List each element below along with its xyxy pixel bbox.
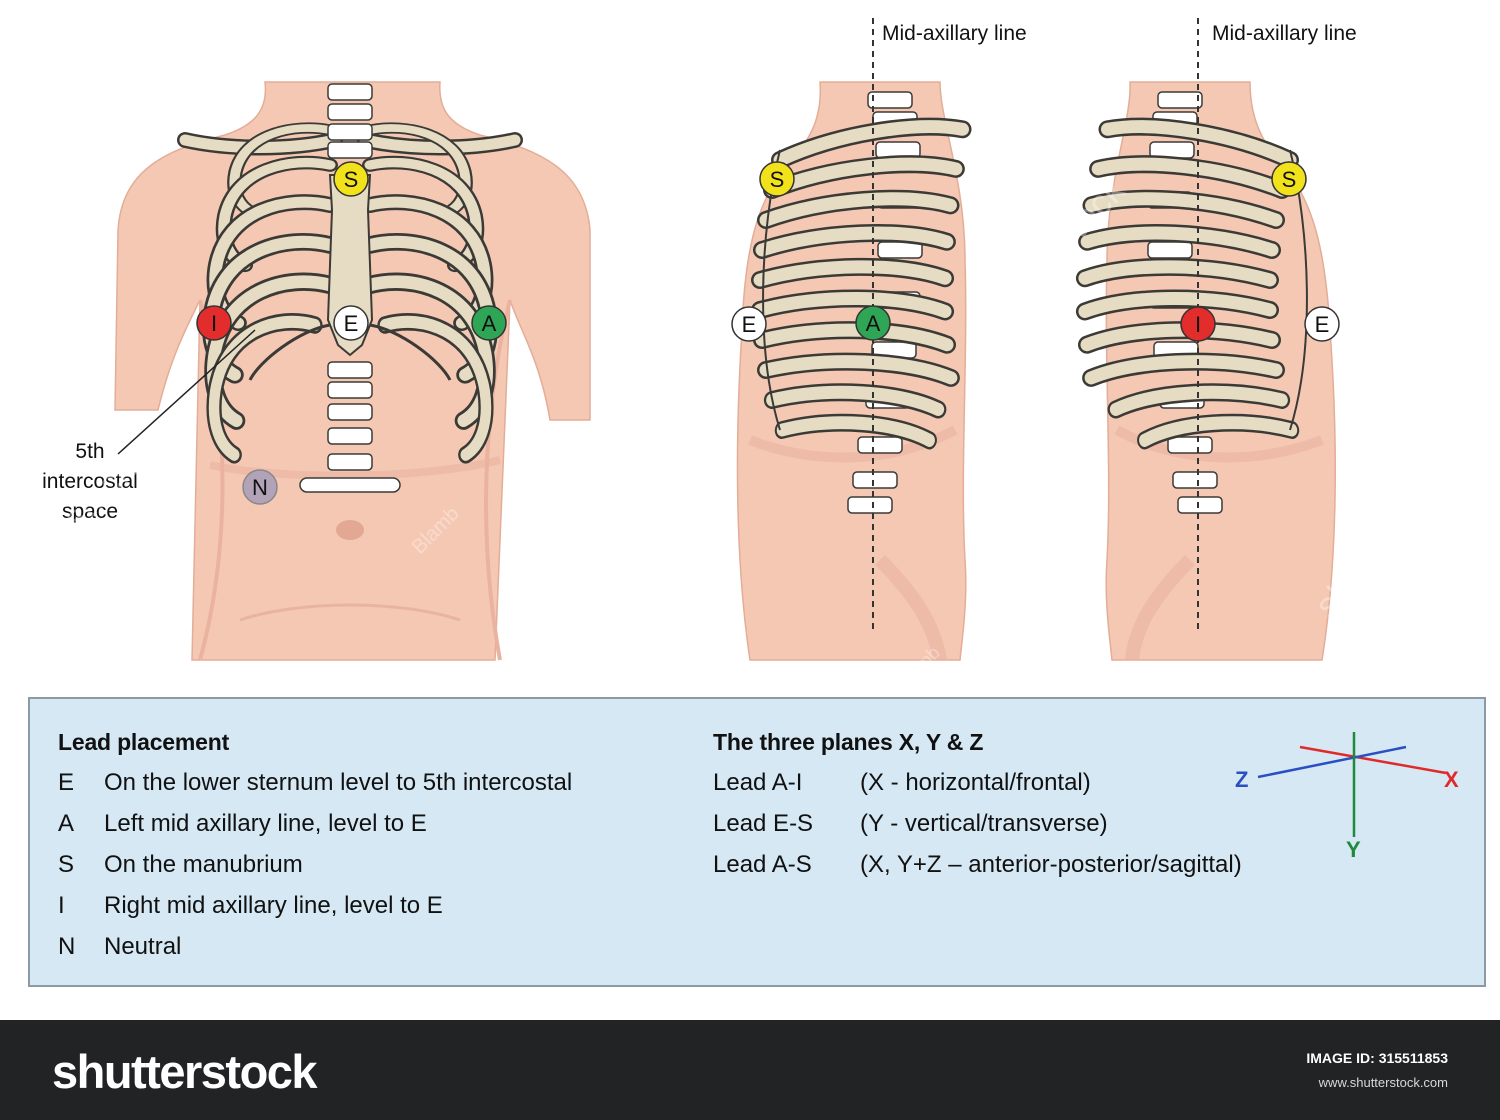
left-side-torso: Mid-axillary line [736, 18, 1027, 662]
front-spine [299, 83, 401, 493]
planes-title: The three planes X, Y & Z [713, 729, 984, 755]
lead-key: N [58, 933, 76, 960]
intercostal-label-line3: space [62, 500, 118, 523]
right-side-torso: Mid-axillary line [1085, 18, 1357, 661]
electrode-front-i: I [196, 305, 232, 341]
electrode-front-s: S [333, 161, 369, 197]
plane-desc: (Y - vertical/transverse) [860, 810, 1108, 837]
svg-text:E: E [1315, 312, 1330, 337]
legend-panel: Lead placement E On the lower sternum le… [28, 697, 1486, 987]
svg-text:S: S [770, 167, 785, 192]
lead-key: S [58, 851, 75, 878]
svg-text:E: E [742, 312, 757, 337]
z-axis-label: Z [1235, 767, 1248, 792]
ecg-lead-placement-figure: 5th intercostal space Mid-axillary l [42, 0, 1357, 662]
lead-desc: On the lower sternum level to 5th interc… [104, 769, 573, 796]
image-id-label: IMAGE ID: [1306, 1050, 1375, 1066]
svg-text:A: A [866, 311, 881, 336]
lead-desc: On the manubrium [104, 851, 303, 878]
electrode-front-n: N [242, 469, 278, 505]
lead-desc: Neutral [104, 933, 182, 960]
intercostal-label-line2: intercostal [42, 470, 138, 493]
lead-placement-title: Lead placement [58, 729, 230, 755]
watermark-shutterstock-4: shutterstock [1022, 0, 1151, 44]
x-axis-label: X [1444, 767, 1459, 792]
svg-text:S: S [344, 167, 359, 192]
xyz-axes-diagram: X Z Y [1235, 732, 1459, 862]
svg-text:A: A [482, 311, 497, 336]
electrode-front-a: A [471, 305, 507, 341]
svg-text:I: I [211, 311, 217, 336]
z-axis-line [1257, 745, 1407, 779]
x-axis-line [1299, 745, 1447, 775]
y-axis-label: Y [1346, 837, 1361, 862]
svg-text:E: E [344, 311, 359, 336]
image-id-value: 315511853 [1378, 1050, 1448, 1066]
electrode-left-e: E [731, 306, 767, 342]
svg-text:I: I [1195, 312, 1201, 337]
shutterstock-logo: shutterstock [52, 1045, 318, 1098]
electrode-right-s: S [1271, 161, 1307, 197]
lead-key: E [58, 769, 75, 796]
electrodes: S I E A N S E A [196, 161, 1340, 505]
image-id: IMAGE ID: 315511853 [1306, 1050, 1448, 1066]
stock-footer-bar: shutterstock IMAGE ID: 315511853 www.shu… [0, 1020, 1500, 1120]
plane-desc: (X, Y+Z – anterior-posterior/sagittal) [860, 851, 1242, 878]
lead-key: A [58, 810, 75, 837]
electrode-right-e: E [1304, 306, 1340, 342]
mid-axillary-label-right: Mid-axillary line [1212, 22, 1357, 45]
watermark-blamb-1: Blamb [589, 58, 639, 108]
lead-desc: Right mid axillary line, level to E [104, 892, 443, 919]
lead-desc: Left mid axillary line, level to E [104, 810, 427, 837]
intercostal-label-line1: 5th [75, 440, 104, 463]
mid-axillary-label-left: Mid-axillary line [882, 22, 1027, 45]
electrode-left-a: A [855, 305, 891, 341]
plane-lead: Lead A-I [713, 769, 803, 796]
electrode-front-e: E [333, 305, 369, 341]
svg-text:S: S [1282, 167, 1297, 192]
plane-lead: Lead E-S [713, 810, 814, 837]
electrode-right-i: I [1180, 306, 1216, 342]
plane-desc: (X - horizontal/frontal) [860, 769, 1091, 796]
lead-key: I [58, 892, 65, 919]
front-torso: 5th intercostal space [42, 81, 591, 661]
electrode-left-s: S [759, 161, 795, 197]
svg-text:N: N [252, 475, 268, 500]
plane-lead: Lead A-S [713, 851, 812, 878]
site-url: www.shutterstock.com [1318, 1075, 1448, 1090]
